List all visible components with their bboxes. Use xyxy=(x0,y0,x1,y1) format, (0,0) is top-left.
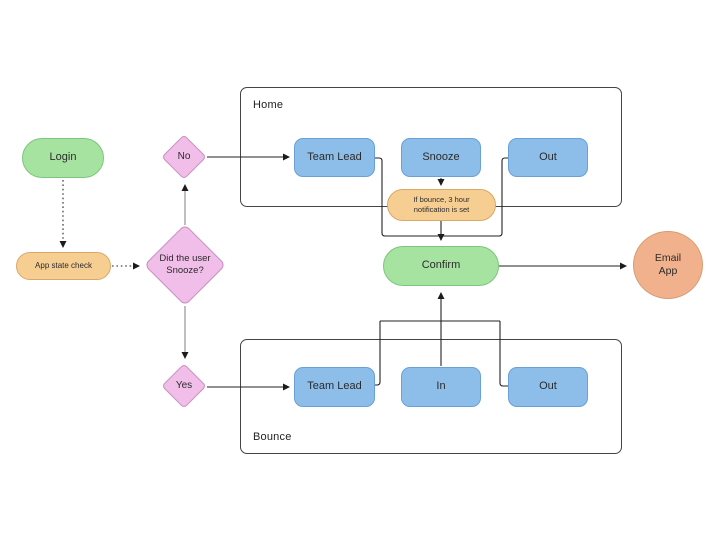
node-decision-no[interactable]: No xyxy=(161,134,207,180)
node-home-snooze[interactable]: Snooze xyxy=(401,138,481,177)
node-email-app[interactable]: Email App xyxy=(633,231,703,299)
node-app-state-check-label: App state check xyxy=(35,261,92,271)
node-home-team-lead[interactable]: Team Lead xyxy=(294,138,375,177)
node-bounce-team-lead-label: Team Lead xyxy=(307,380,362,393)
node-bounce-team-lead[interactable]: Team Lead xyxy=(294,367,375,407)
node-home-out-label: Out xyxy=(539,150,557,163)
container-home-label: Home xyxy=(253,99,284,111)
node-login[interactable]: Login xyxy=(22,138,104,178)
node-bounce-note-label: If bounce, 3 hour notification is set xyxy=(413,194,470,214)
node-app-state-check[interactable]: App state check xyxy=(16,252,111,280)
node-bounce-note[interactable]: If bounce, 3 hour notification is set xyxy=(387,189,496,221)
node-bounce-out-label: Out xyxy=(539,380,557,393)
node-bounce-in-label: In xyxy=(436,380,446,393)
node-confirm[interactable]: Confirm xyxy=(383,246,499,286)
container-bounce-label: Bounce xyxy=(253,431,292,443)
node-home-team-lead-label: Team Lead xyxy=(307,150,362,163)
node-email-app-label: Email App xyxy=(654,252,682,277)
node-home-snooze-label: Snooze xyxy=(422,150,460,163)
node-bounce-in[interactable]: In xyxy=(401,367,481,407)
node-bounce-out[interactable]: Out xyxy=(508,367,588,407)
node-decision-snooze[interactable]: Did the user Snooze? xyxy=(143,223,227,307)
node-decision-snooze-label: Did the user Snooze? xyxy=(159,253,211,276)
node-home-out[interactable]: Out xyxy=(508,138,588,177)
node-decision-no-label: No xyxy=(177,151,191,162)
node-login-label: Login xyxy=(49,151,77,164)
node-decision-yes-label: Yes xyxy=(175,380,193,391)
container-bounce[interactable]: Bounce xyxy=(240,339,622,454)
node-confirm-label: Confirm xyxy=(421,259,461,272)
node-decision-yes[interactable]: Yes xyxy=(161,363,207,409)
